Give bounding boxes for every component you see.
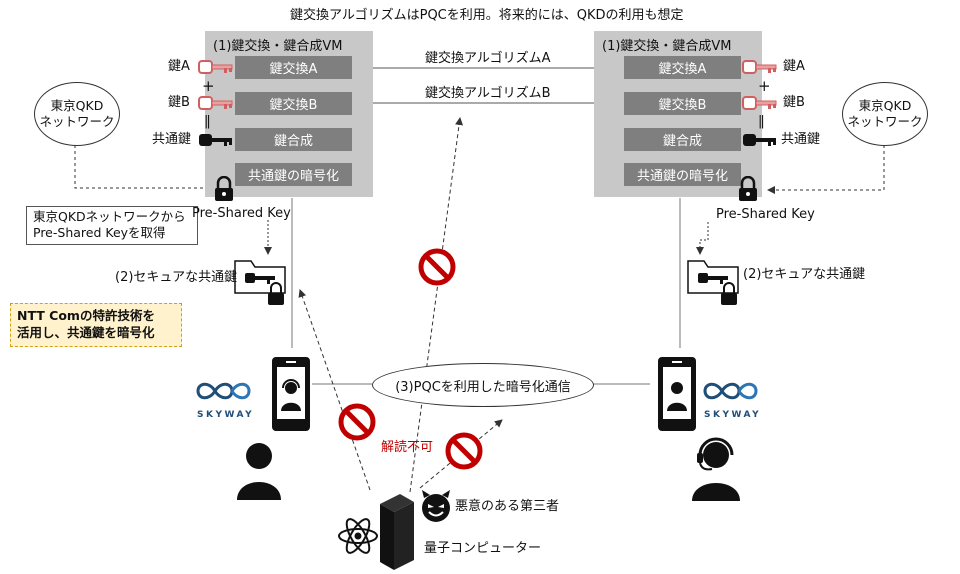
left-step-key-merge: 鍵合成 [235, 128, 352, 151]
patent-note: NTT Comの特許技術を 活用し、共通鍵を暗号化 [10, 303, 182, 347]
forbidden-icon [418, 248, 456, 286]
left-plus-symbol: + [202, 77, 215, 95]
key-b-pink-icon [742, 96, 777, 110]
encrypted-communication: (3)PQCを利用した暗号化通信 [372, 363, 594, 407]
attacker-label: 悪意のある第三者 [455, 499, 560, 514]
left-vm-title: (1)鍵交換・鍵合成VM [213, 39, 343, 54]
smartphone-operator-icon [272, 357, 310, 431]
skyway-logo-icon [196, 382, 251, 400]
psk-right-link [696, 222, 709, 255]
left-key-b-label: 鍵B [168, 95, 190, 110]
lock-icon [215, 176, 233, 201]
key-a-pink-icon [198, 60, 233, 74]
right-vm-panel: (1)鍵交換・鍵合成VM 鍵交換A 鍵交換B 鍵合成 共通鍵の暗号化 [594, 31, 762, 197]
left-secure-key-label: (2)セキュアな共通鍵 [115, 270, 238, 285]
forbidden-icon [338, 403, 376, 441]
operator-headset-icon [692, 437, 740, 501]
left-common-key-label: 共通鍵 [152, 132, 192, 147]
user-icon [237, 443, 281, 500]
right-step-key-exchange-b: 鍵交換B [624, 92, 741, 115]
psk-callout: 東京QKDネットワークから Pre-Shared Keyを取得 [26, 206, 198, 245]
common-key-black-icon [743, 134, 776, 146]
qkd-network-line2: ネットワーク [847, 114, 923, 129]
right-step-encrypt-common-key: 共通鍵の暗号化 [624, 163, 741, 186]
key-a-pink-icon [742, 60, 777, 74]
right-step-key-merge: 鍵合成 [624, 128, 741, 151]
right-vm-title: (1)鍵交換・鍵合成VM [602, 39, 732, 54]
quantum-computer-label: 量子コンピューター [424, 541, 542, 556]
qkd-network-line1: 東京QKD [858, 98, 912, 114]
psk-callout-line1: 東京QKDネットワークから [33, 209, 186, 224]
atom-icon [338, 518, 378, 554]
right-step-key-exchange-a: 鍵交換A [624, 56, 741, 79]
forbidden-icon [445, 432, 483, 470]
undecryptable-label: 解読不可 [381, 440, 434, 455]
patent-note-line2: 活用し、共通鍵を暗号化 [17, 324, 155, 340]
lock-icon [739, 176, 757, 201]
devil-face-icon [422, 490, 450, 522]
qkd-right-link [767, 145, 885, 194]
left-step-encrypt-common-key: 共通鍵の暗号化 [235, 163, 352, 186]
left-key-a-label: 鍵A [168, 59, 190, 74]
qkd-left-link [74, 145, 213, 192]
smartphone-user-icon [658, 357, 696, 431]
right-key-a-label: 鍵A [783, 59, 805, 74]
right-plus-symbol: + [758, 77, 771, 95]
left-psk-label: Pre-Shared Key [192, 206, 291, 221]
common-key-black-icon [199, 134, 232, 146]
qkd-network-line2: ネットワーク [39, 114, 115, 129]
skyway-wordmark: SKYWAY [197, 410, 255, 420]
right-secure-key-label: (2)セキュアな共通鍵 [743, 267, 866, 282]
algorithm-a-label: 鍵交換アルゴリズムA [425, 51, 551, 66]
qkd-network-left: 東京QKD ネットワーク [34, 82, 120, 146]
diagram-title: 鍵交換アルゴリズムはPQCを利用。将来的には、QKDの利用も想定 [290, 8, 684, 23]
algorithm-b-label: 鍵交換アルゴリズムB [425, 86, 551, 101]
right-psk-label: Pre-Shared Key [716, 207, 815, 222]
psk-callout-line2: Pre-Shared Keyを取得 [33, 225, 166, 241]
attack-arrow-comm [419, 419, 503, 489]
left-vm-panel: (1)鍵交換・鍵合成VM 鍵交換A 鍵交換B 鍵合成 共通鍵の暗号化 [205, 31, 373, 197]
right-key-b-label: 鍵B [783, 95, 805, 110]
qkd-network-line1: 東京QKD [50, 98, 104, 114]
attack-arrow-secure-key [298, 289, 371, 491]
key-b-pink-icon [198, 96, 233, 110]
encrypted-communication-label: (3)PQCを利用した暗号化通信 [395, 379, 571, 395]
secure-key-folder-icon [234, 260, 286, 305]
right-equals-symbol: || [758, 114, 765, 129]
left-step-key-exchange-a: 鍵交換A [235, 56, 352, 79]
qkd-network-right: 東京QKD ネットワーク [842, 82, 928, 146]
skyway-logo-icon [703, 382, 758, 400]
left-step-key-exchange-b: 鍵交換B [235, 92, 352, 115]
right-common-key-label: 共通鍵 [781, 132, 821, 147]
patent-note-line1: NTT Comの特許技術を [17, 308, 155, 323]
left-equals-symbol: || [204, 114, 211, 129]
secure-key-folder-icon [687, 260, 739, 305]
skyway-wordmark: SKYWAY [704, 410, 762, 420]
quantum-server-icon [380, 494, 414, 570]
